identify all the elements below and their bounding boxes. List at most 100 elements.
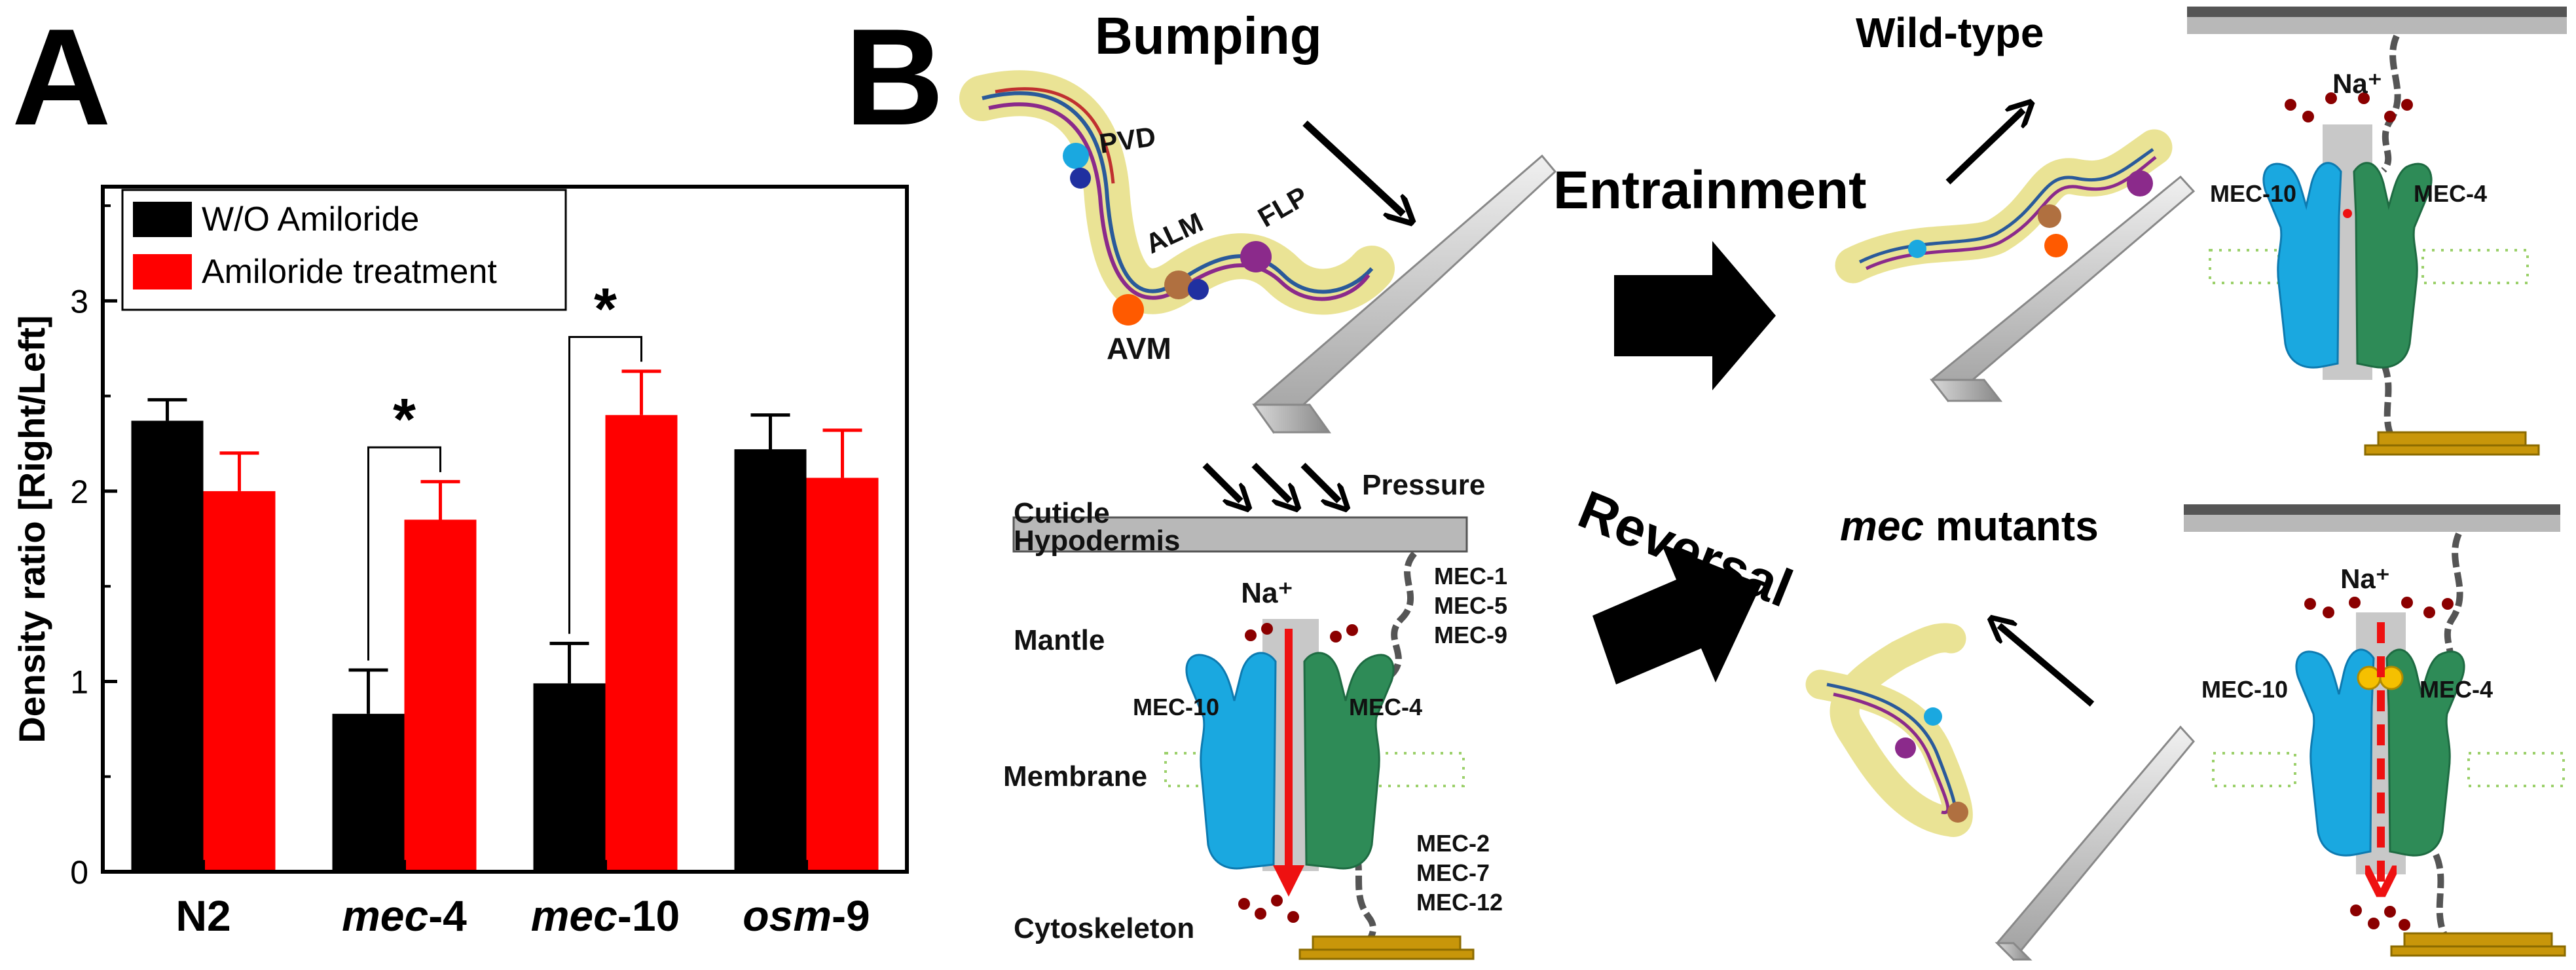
wildtype-anchor (2377, 431, 2527, 447)
significance-star-mec-4: * (393, 387, 416, 453)
sodium-label-main: Na⁺ (1241, 577, 1293, 609)
mutant-neuron-blue (1924, 707, 1942, 726)
entrainment-arrow (1614, 241, 1776, 390)
bar-amiloride-mec-4 (404, 519, 477, 872)
sodium-label-wildtype: Na⁺ (2332, 68, 2382, 99)
cuticle-hypodermis-layer (1012, 516, 1468, 553)
legend-swatch-red (133, 254, 192, 289)
significance-bracket-mec-4 (367, 446, 441, 661)
channel-model-wildtype (2187, 7, 2567, 456)
mutant-top-plate-shade (2184, 515, 2560, 532)
pressure-arrow-2 (1251, 462, 1290, 501)
y-tick-label-1: 1 (70, 663, 88, 700)
wildtype-anchor-base (2364, 444, 2540, 456)
sodium-ions-main (1238, 623, 1358, 923)
mutant-mec-10-subunit (2295, 648, 2375, 857)
flp-cell-body (1240, 241, 1272, 272)
neuron-flp-label: FLP (1253, 180, 1313, 233)
mec-4-label-wildtype: MEC-4 (2414, 180, 2487, 207)
surface-wall-wildtype (1929, 175, 2196, 403)
extracellular-tether (1389, 551, 1417, 677)
alm-cell-body (1164, 270, 1193, 299)
mutant-block-left (2357, 665, 2382, 690)
wildtype-mec-4-subunit (2353, 162, 2433, 369)
channel-model-mutant (2184, 504, 2566, 957)
bar-amiloride-mec-10 (605, 415, 678, 872)
y-tick-label-2: 2 (70, 474, 88, 510)
surface-wall-top (1252, 154, 1557, 434)
mutant-membrane-right (2467, 752, 2565, 787)
bar-without-amiloride-mec-10 (533, 683, 606, 872)
mec-10-subunit (1185, 652, 1277, 870)
mutant-block-right (2379, 665, 2404, 690)
channel-model-main (1012, 462, 1475, 960)
bar-without-amiloride-mec-4 (332, 713, 405, 872)
cytoskeleton-anchor-base (1298, 948, 1475, 960)
bar-without-amiloride-osm-9 (734, 449, 807, 872)
pressure-arrow-3 (1300, 462, 1339, 501)
legend-label-red: Amiloride treatment (202, 253, 497, 291)
mutant-tether-bottom (2433, 853, 2452, 945)
worm-bumping (959, 70, 1395, 326)
avm-cell-body (1113, 294, 1144, 326)
panel-a-label: A (12, 0, 111, 154)
pvd-cell-body (1063, 143, 1089, 169)
x-tick-label-mec-10: mec-10 (531, 891, 680, 940)
legend-swatch-black (133, 202, 192, 237)
mutant-top-plate (2184, 504, 2560, 515)
wildtype-neuron-orange (2044, 234, 2068, 257)
reversal-arrow (1592, 544, 1761, 684)
wildtype-top-plate-shade (2187, 17, 2567, 34)
y-tick-label-0: 0 (70, 854, 88, 891)
extracellular-protein-1: MEC-1 (1434, 563, 1507, 589)
mec-mutants-title: mec mutants (1840, 502, 2099, 550)
mutant-membrane-left (2212, 752, 2296, 787)
error-bars-layer (147, 369, 862, 714)
significance-bracket-mec-10 (568, 336, 642, 634)
membrane-main-right (1348, 752, 1465, 787)
intracellular-protein-2: MEC-7 (1416, 859, 1490, 886)
extracellular-protein-2: MEC-5 (1434, 592, 1507, 619)
cytoskeleton-anchor (1312, 935, 1462, 951)
wildtype-tether-bottom (2380, 362, 2400, 447)
sodium-ions-mutant (2304, 597, 2454, 931)
mec-10-label-mutant: MEC-10 (2201, 676, 2288, 703)
surface-wall-mutant (1995, 725, 2195, 961)
wildtype-top-plate (2187, 7, 2567, 17)
bar-amiloride-N2 (203, 491, 276, 872)
bumping-title: Bumping (1095, 7, 1322, 65)
legend-label-black: W/O Amiloride (202, 200, 419, 238)
panel-b-label: B (845, 0, 944, 154)
mutant-mec-4-subunit (2385, 648, 2465, 857)
neuron-avm-label: AVM (1107, 331, 1171, 365)
extracellular-protein-3: MEC-9 (1434, 622, 1507, 648)
mutant-neuron-brown (1947, 802, 1968, 823)
bars-layer (131, 415, 879, 872)
layer-hypodermis: Hypodermis (1014, 525, 1180, 557)
mec-10-label-main: MEC-10 (1133, 694, 1219, 720)
bar-without-amiloride-N2 (131, 420, 204, 872)
wildtype-membrane-right (2421, 249, 2529, 284)
bump-direction-arrow (1302, 120, 1403, 214)
pressure-label: Pressure (1362, 469, 1485, 501)
forward-arrow (1945, 110, 2023, 185)
mec-4-label-main: MEC-4 (1349, 694, 1422, 720)
layer-cytoskeleton: Cytoskeleton (1014, 912, 1194, 944)
wildtype-neuron-purple (2127, 170, 2153, 196)
significance-layer: ** (367, 277, 642, 661)
bar-amiloride-osm-9 (806, 477, 879, 872)
mutant-anchor-base (2390, 945, 2566, 957)
legend-frame (121, 189, 567, 311)
mec-10-label-wildtype: MEC-10 (2210, 180, 2296, 207)
x-tick-label-osm-9: osm-9 (743, 891, 870, 940)
mec-4-subunit (1303, 652, 1395, 870)
layer-mantle: Mantle (1014, 624, 1105, 656)
plot-frame (101, 185, 909, 874)
wildtype-membrane-left (2209, 249, 2280, 284)
significance-star-mec-10: * (594, 277, 617, 343)
mec-italic: mec (1840, 502, 1924, 550)
legend: W/O Amiloride Amiloride treatment (121, 189, 567, 311)
intracellular-protein-3: MEC-12 (1416, 889, 1503, 916)
y-axis-label: Density ratio [Right/Left] (11, 315, 52, 743)
